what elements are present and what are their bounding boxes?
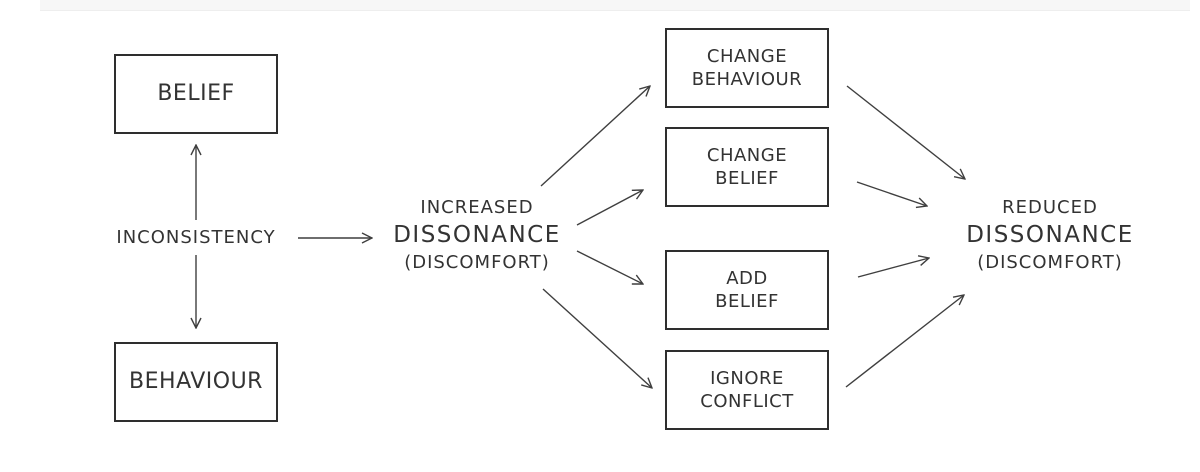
arrow-change-behaviour-to-reduced [846, 85, 965, 179]
arrow-change-belief-to-reduced [856, 181, 927, 206]
reduced-line2: DISSONANCE [966, 222, 1134, 249]
change-behaviour-line2: BEHAVIOUR [691, 69, 803, 90]
change-belief-line2: BELIEF [715, 168, 779, 189]
change-behaviour-line1: CHANGE [706, 45, 788, 67]
reduced-line3: (DISCOMFORT) [977, 252, 1123, 274]
change-belief-line1: CHANGE [706, 144, 788, 166]
arrow-ignore-conflict-to-reduced [845, 295, 964, 388]
ignore-conflict-line1: IGNORE [710, 367, 784, 389]
reduced-line1: REDUCED [1002, 197, 1098, 218]
add-belief-box: ADD BELIEF [665, 250, 829, 330]
increased-line1: INCREASED [420, 197, 534, 218]
arrow-add-belief-to-reduced [857, 258, 929, 278]
inconsistency-label: INCONSISTENCY [116, 227, 276, 248]
arrow-increased-to-change-belief [576, 190, 643, 226]
change-belief-box: CHANGE BELIEF [665, 127, 829, 207]
arrow-increased-to-ignore-conflict [542, 288, 652, 388]
ignore-conflict-box: IGNORE CONFLICT [665, 350, 829, 430]
behaviour-box: BEHAVIOUR [114, 342, 278, 422]
add-belief-line1: ADD [726, 267, 768, 289]
add-belief-line2: BELIEF [715, 291, 779, 312]
belief-box: BELIEF [114, 54, 278, 134]
behaviour-label: BEHAVIOUR [129, 368, 263, 394]
arrow-increased-to-change-behaviour [540, 86, 650, 187]
reduced-dissonance-label: REDUCED DISSONANCE (DISCOMFORT) [955, 196, 1145, 276]
arrow-increased-to-add-belief [576, 250, 643, 284]
change-behaviour-box: CHANGE BEHAVIOUR [665, 28, 829, 108]
top-strip [40, 0, 1190, 11]
increased-line3: (DISCOMFORT) [404, 252, 550, 274]
belief-label: BELIEF [157, 80, 235, 106]
ignore-conflict-line2: CONFLICT [700, 391, 794, 412]
increased-dissonance-label: INCREASED DISSONANCE (DISCOMFORT) [382, 196, 572, 276]
increased-line2: DISSONANCE [393, 222, 561, 249]
